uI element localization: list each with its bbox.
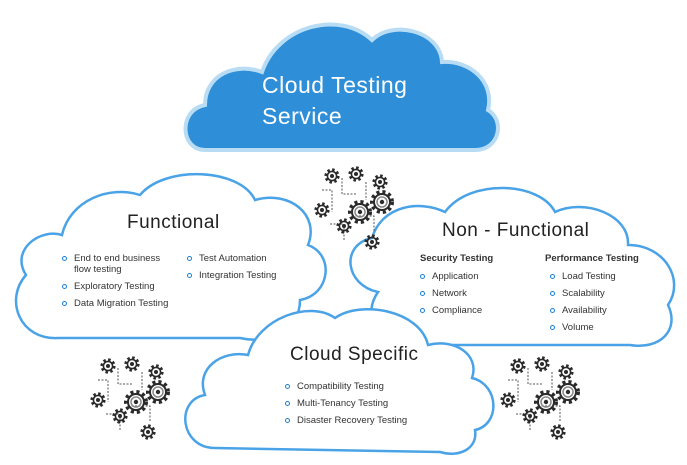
bullet-icon [285,401,290,406]
functional-title: Functional [127,212,220,233]
list-item: Availability [550,305,616,316]
list-item: Volume [550,322,616,333]
bullet-icon [62,284,67,289]
list-item: Network [420,288,482,299]
list-item: Application [420,271,482,282]
list-item: Exploratory Testing [62,281,172,292]
bullet-icon [285,384,290,389]
bullet-icon [187,273,192,278]
non-functional-cloud-shape [349,186,676,348]
main-cloud-shape [183,22,500,152]
security-testing-list: Application Network Compliance [420,271,482,322]
cloud-specific-title: Cloud Specific [290,344,419,365]
list-item: Scalability [550,288,616,299]
list-item: Test Automation [187,253,276,264]
list-item: Compliance [420,305,482,316]
performance-testing-heading: Performance Testing [545,253,639,264]
functional-left-list: End to end business flow testing Explora… [62,253,172,315]
non-functional-title: Non - Functional [442,220,590,241]
list-item: Disaster Recovery Testing [285,415,407,426]
security-testing-heading: Security Testing [420,253,494,264]
bullet-icon [550,308,555,313]
list-item: Load Testing [550,271,616,282]
bullet-icon [420,308,425,313]
bullet-icon [420,274,425,279]
cloud-specific-list: Compatibility Testing Multi-Tenancy Test… [285,381,407,432]
bullet-icon [550,274,555,279]
bullet-icon [187,256,192,261]
functional-right-list: Test Automation Integration Testing [187,253,276,287]
list-item: End to end business flow testing [62,253,174,275]
list-item: Data Migration Testing [62,298,172,309]
performance-testing-list: Load Testing Scalability Availability Vo… [550,271,616,339]
list-item: Integration Testing [187,270,276,281]
bullet-icon [550,325,555,330]
gear-cluster-icon [92,358,168,438]
main-cloud-title: Cloud Testing Service [262,70,407,132]
list-item: Multi-Tenancy Testing [285,398,407,409]
bullet-icon [285,418,290,423]
bullet-icon [550,291,555,296]
list-item: Compatibility Testing [285,381,407,392]
gear-cluster-icon [502,358,578,438]
bullet-icon [62,301,67,306]
bullet-icon [62,256,67,261]
main-cloud-title-line2: Service [262,103,343,129]
functional-cloud-shape [14,172,327,341]
main-cloud-title-line1: Cloud Testing [262,72,408,98]
bullet-icon [420,291,425,296]
cloud-specific-cloud-shape [184,307,495,455]
